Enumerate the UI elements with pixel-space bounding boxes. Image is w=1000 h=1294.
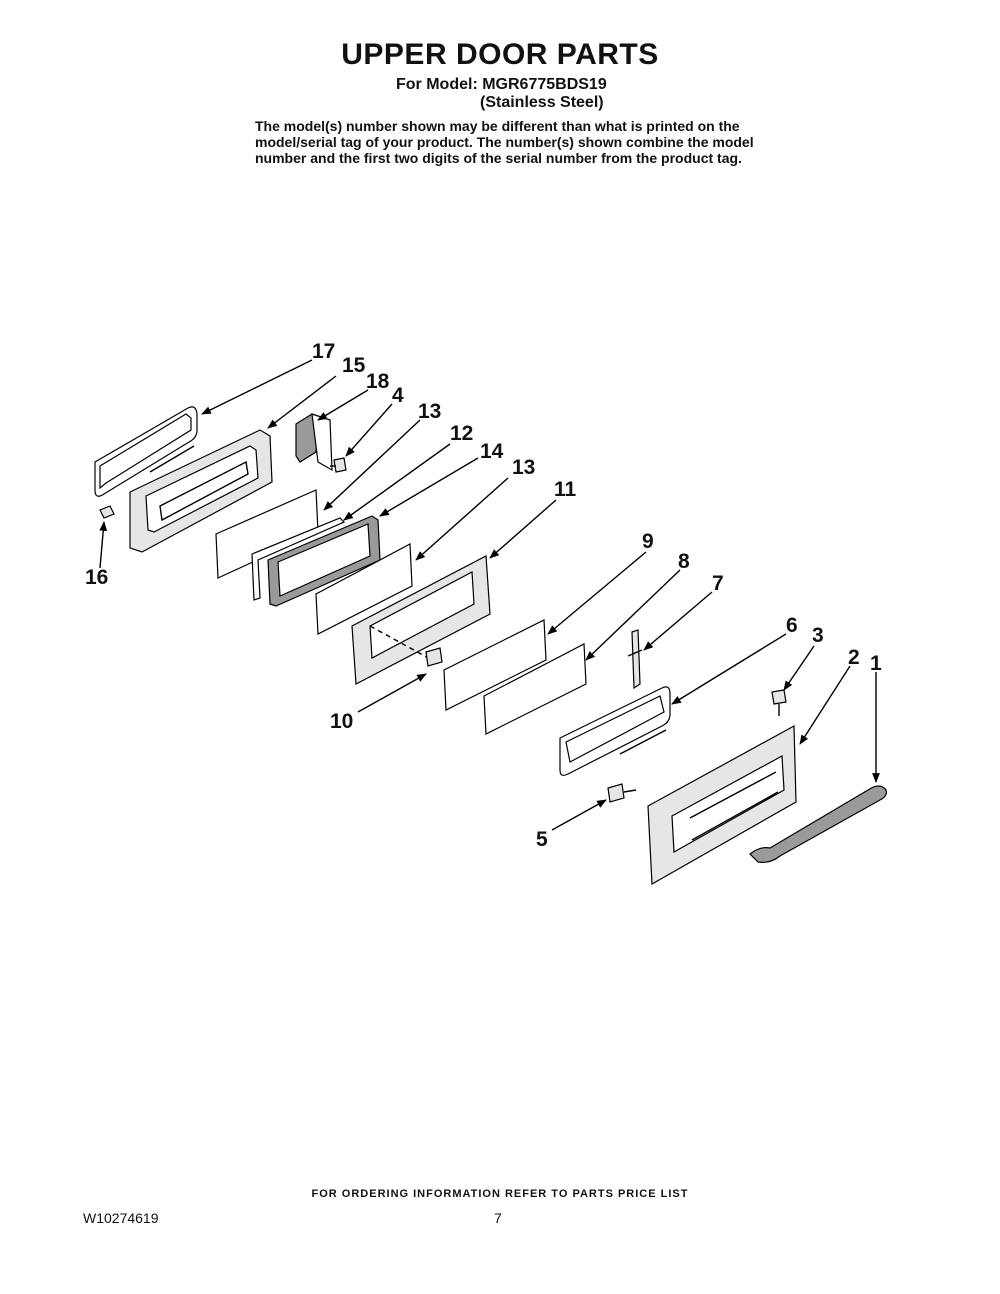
callout-4: 4 (392, 384, 404, 407)
callout-16: 16 (85, 566, 108, 589)
callout-8: 8 (678, 550, 690, 573)
callout-9: 9 (642, 530, 654, 553)
callout-7: 7 (712, 572, 724, 595)
part-11-door-liner (351, 555, 491, 685)
leader-lines (99, 359, 880, 831)
page-title: UPPER DOOR PARTS (341, 38, 659, 71)
callout-6: 6 (786, 614, 798, 637)
part-18-hinge (295, 413, 333, 472)
model-note: The model(s) number shown may be differe… (255, 118, 754, 166)
part-1-handle (749, 785, 887, 863)
model-number: For Model: MGR6775BDS19 (396, 76, 607, 93)
part-12-spacer (251, 517, 346, 601)
callout-1: 1 (870, 652, 882, 675)
callout-14: 14 (480, 440, 504, 463)
part-8-glass (483, 643, 587, 735)
callout-10: 10 (330, 710, 353, 733)
part-6-gasket (559, 686, 671, 776)
part-5-screw (607, 783, 637, 803)
callout-12: 12 (450, 422, 473, 445)
callout-numbers: 17 15 18 4 13 12 14 13 11 16 9 8 7 6 3 2… (85, 340, 882, 851)
part-15-inner-frame (129, 429, 273, 553)
callout-15: 15 (342, 354, 366, 377)
part-3-screw (771, 689, 787, 716)
callout-5: 5 (536, 828, 548, 851)
finish-label: (Stainless Steel) (480, 94, 604, 111)
callout-13-upper: 13 (418, 400, 441, 423)
callout-11: 11 (554, 478, 577, 501)
part-10-screw (369, 625, 443, 667)
callout-2: 2 (848, 646, 860, 669)
ordering-info: FOR ORDERING INFORMATION REFER TO PARTS … (311, 1188, 689, 1200)
part-2-outer-door (647, 725, 797, 886)
part-13-glass-lower (315, 543, 413, 635)
callout-17: 17 (312, 340, 335, 363)
part-7-bracket (627, 629, 643, 690)
document-number: W10274619 (83, 1210, 159, 1226)
part-9-glass (443, 619, 547, 711)
callout-13-lower: 13 (512, 456, 535, 479)
part-4-screw (330, 457, 347, 473)
part-16-clip (99, 505, 115, 519)
callout-18: 18 (366, 370, 390, 393)
page-number: 7 (494, 1210, 502, 1226)
callout-3: 3 (812, 624, 824, 647)
part-17-gasket (94, 406, 198, 497)
